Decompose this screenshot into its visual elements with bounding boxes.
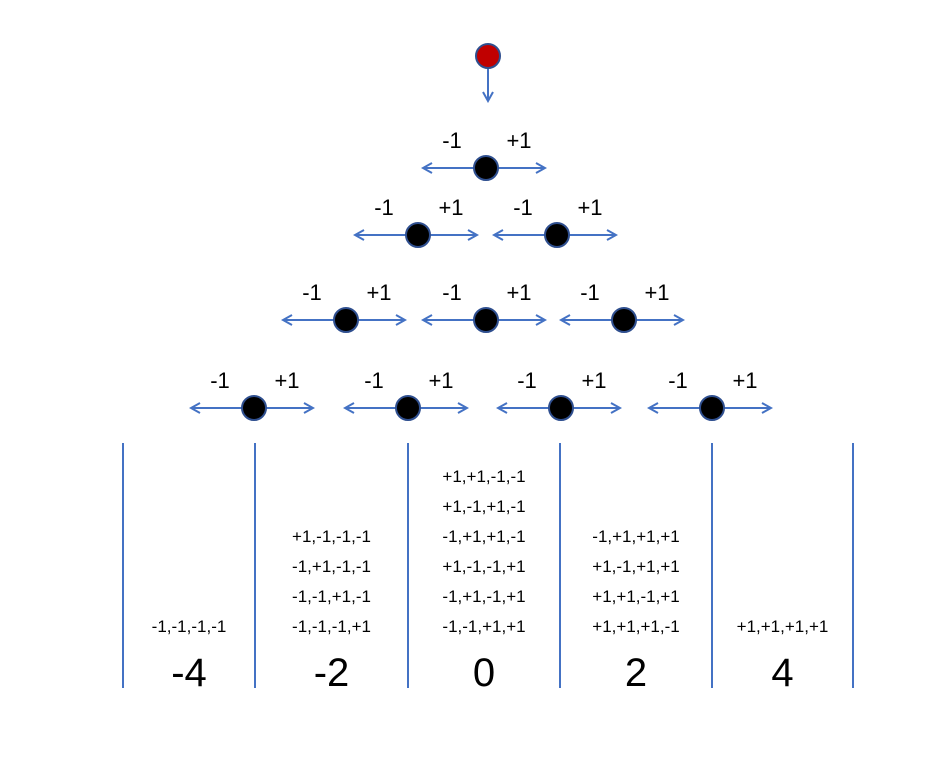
minus-one-label: -1: [668, 368, 688, 393]
branch-node-3-1: -1 +1: [284, 280, 404, 333]
start-node: [475, 43, 501, 100]
branch-node-2-1: -1 +1: [356, 195, 476, 248]
plus-one-label: +1: [581, 368, 606, 393]
sequence-label: +1,-1,+1,-1: [442, 497, 525, 516]
minus-one-label: -1: [442, 280, 462, 305]
branch-node-1-1: -1 +1: [424, 128, 544, 181]
sequence-label: -1,+1,-1,-1: [292, 557, 371, 576]
sequence-label: +1,+1,-1,+1: [592, 587, 679, 606]
plus-one-label: +1: [577, 195, 602, 220]
node-dot: [473, 307, 499, 333]
node-dot: [333, 307, 359, 333]
tree: -1 +1 -1 +1 -1 +1 -1 +1 -1 +1 -1 +1 -1 +1 -1 +1 -1 +1 -1 +1: [192, 43, 770, 421]
branch-node-4-2: -1 +1: [346, 368, 466, 421]
node-dot: [699, 395, 725, 421]
node-dot: [241, 395, 267, 421]
sequence-label: -1,-1,-1,+1: [292, 617, 371, 636]
outcome-bins: -1,-1,-1,-1 -4 +1,-1,-1,-1 -1,+1,-1,-1 -1,-1…: [122, 443, 854, 695]
sequence-label: -1,-1,-1,-1: [152, 617, 227, 636]
bin-total-label: 0: [473, 651, 495, 695]
bin-total-label: 2: [625, 651, 647, 695]
minus-one-label: -1: [580, 280, 600, 305]
plus-one-label: +1: [506, 280, 531, 305]
sequence-label: +1,-1,+1,+1: [592, 557, 679, 576]
branch-node-4-4: -1 +1: [650, 368, 770, 421]
branch-node-4-1: -1 +1: [192, 368, 312, 421]
sequence-label: -1,+1,+1,+1: [592, 527, 679, 546]
node-dot: [473, 155, 499, 181]
node-dot: [405, 222, 431, 248]
sequence-label: +1,+1,+1,-1: [592, 617, 679, 636]
bin-1: -1,-1,-1,-1 -4: [152, 617, 227, 695]
sequence-label: +1,+1,-1,-1: [442, 467, 525, 486]
bin-total-label: -2: [314, 651, 350, 695]
sequence-label: +1,-1,-1,+1: [442, 557, 525, 576]
plus-one-label: +1: [366, 280, 391, 305]
sequence-label: -1,+1,-1,+1: [442, 587, 525, 606]
minus-one-label: -1: [364, 368, 384, 393]
bin-3: +1,+1,-1,-1 +1,-1,+1,-1 -1,+1,+1,-1 +1,-1,-…: [442, 467, 525, 695]
red-start-node-icon: [475, 43, 501, 69]
sequence-label: +1,-1,-1,-1: [292, 527, 371, 546]
branch-node-3-2: -1 +1: [424, 280, 544, 333]
sequence-label: -1,-1,+1,-1: [292, 587, 371, 606]
minus-one-label: -1: [513, 195, 533, 220]
bin-2: +1,-1,-1,-1 -1,+1,-1,-1 -1,-1,+1,-1 -1,-1,-…: [292, 527, 371, 695]
minus-one-label: -1: [210, 368, 230, 393]
branch-node-4-3: -1 +1: [499, 368, 619, 421]
bin-total-label: 4: [771, 651, 793, 695]
bin-total-label: -4: [171, 651, 207, 695]
node-dot: [611, 307, 637, 333]
plus-one-label: +1: [732, 368, 757, 393]
plus-one-label: +1: [428, 368, 453, 393]
plus-one-label: +1: [274, 368, 299, 393]
minus-one-label: -1: [302, 280, 322, 305]
bin-4: -1,+1,+1,+1 +1,-1,+1,+1 +1,+1,-1,+1 +1,+1,+…: [592, 527, 679, 695]
branch-node-2-2: -1 +1: [495, 195, 615, 248]
node-dot: [548, 395, 574, 421]
sequence-label: -1,-1,+1,+1: [442, 617, 525, 636]
minus-one-label: -1: [517, 368, 537, 393]
node-dot: [544, 222, 570, 248]
bin-5: +1,+1,+1,+1 4: [737, 617, 829, 695]
sequence-label: +1,+1,+1,+1: [737, 617, 829, 636]
plus-one-label: +1: [438, 195, 463, 220]
plus-one-label: +1: [644, 280, 669, 305]
minus-one-label: -1: [442, 128, 462, 153]
node-dot: [395, 395, 421, 421]
branch-node-3-3: -1 +1: [562, 280, 682, 333]
sequence-label: -1,+1,+1,-1: [442, 527, 525, 546]
minus-one-label: -1: [374, 195, 394, 220]
plus-one-label: +1: [506, 128, 531, 153]
